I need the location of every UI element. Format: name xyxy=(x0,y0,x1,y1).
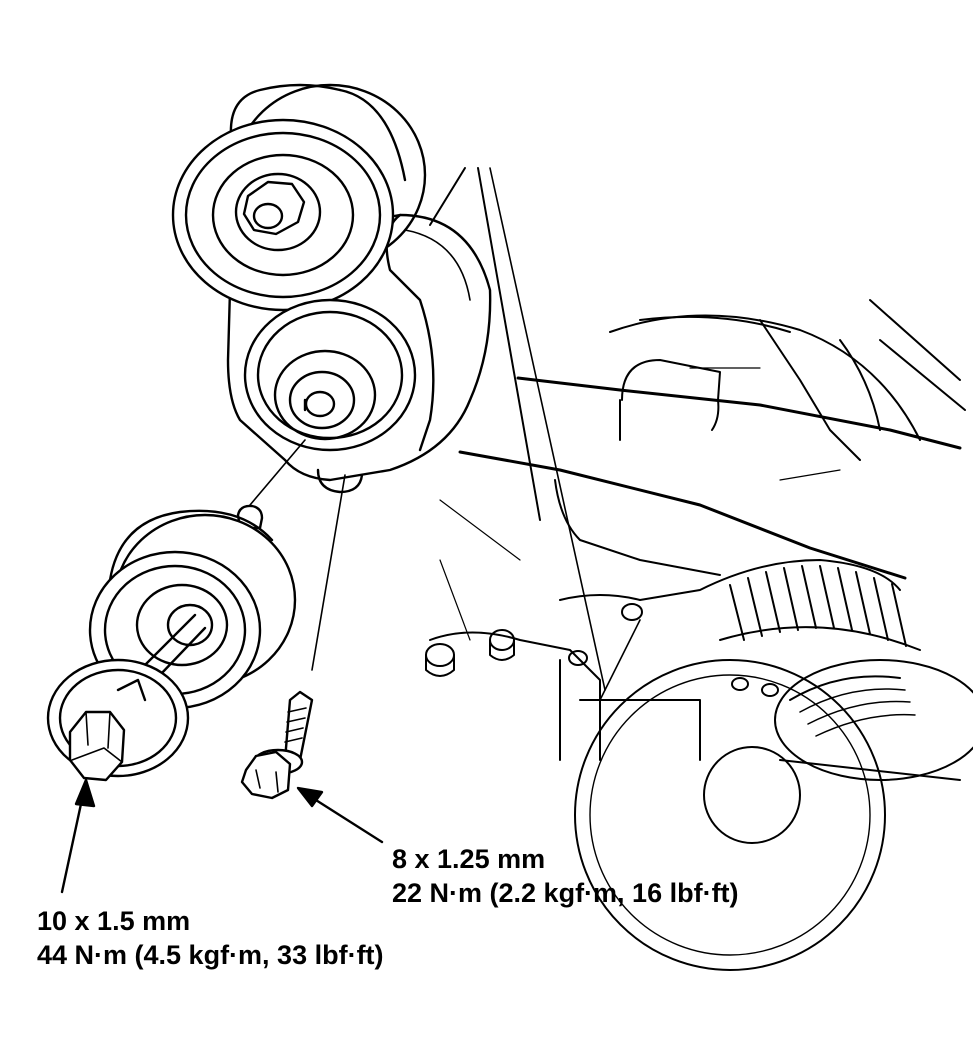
small-bolt-callout: 8 x 1.25 mm 22 N·m (2.2 kgf·m, 16 lbf·ft… xyxy=(392,842,739,910)
small-bolt-torque: 22 N·m (2.2 kgf·m, 16 lbf·ft) xyxy=(392,878,739,908)
small-bolt-size: 8 x 1.25 mm xyxy=(392,844,546,874)
small-bolt-arrow xyxy=(306,793,384,844)
large-bolt-callout: 10 x 1.5 mm 44 N·m (4.5 kgf·m, 33 lbf·ft… xyxy=(37,904,384,972)
large-bolt-head xyxy=(68,710,126,782)
large-bolt-torque: 44 N·m (4.5 kgf·m, 33 lbf·ft) xyxy=(37,940,384,970)
upper-pulley-bolt xyxy=(242,180,306,236)
large-bolt-size: 10 x 1.5 mm xyxy=(37,906,191,936)
idler-pulley xyxy=(46,504,297,782)
callout-arrows xyxy=(60,778,384,894)
alignment-lines xyxy=(249,439,641,701)
small-bolt xyxy=(240,690,314,800)
tensioner-pulley xyxy=(243,298,417,452)
upper-idler-pulley xyxy=(171,83,427,312)
large-bolt-arrow xyxy=(60,788,86,894)
engine-background xyxy=(425,167,973,971)
